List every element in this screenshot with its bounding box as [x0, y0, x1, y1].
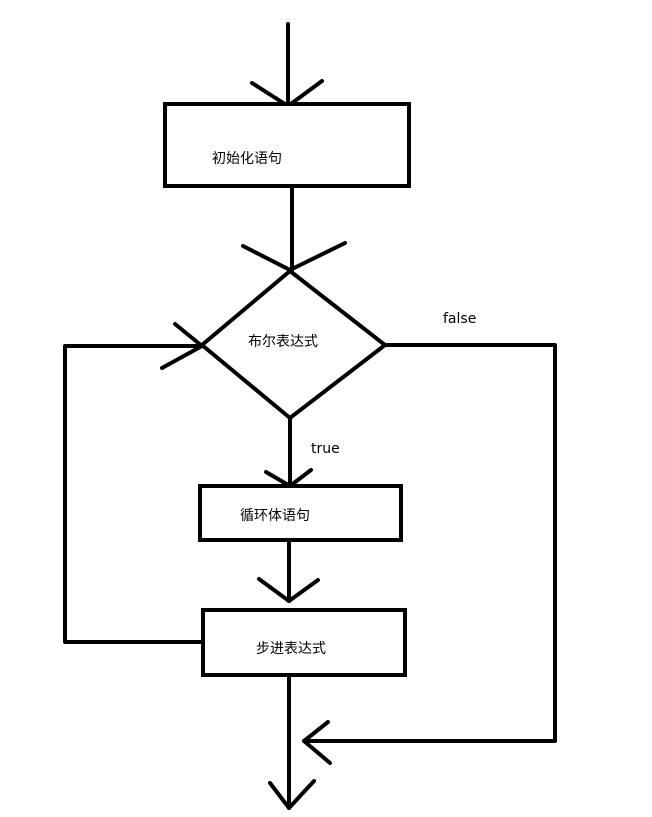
init-node: 初始化语句 — [163, 102, 411, 188]
init-to-condition-arrow — [241, 184, 347, 272]
body-box — [198, 484, 403, 542]
condition-node: 布尔表达式 — [198, 268, 389, 421]
exit-arrow — [268, 673, 316, 810]
true-label: true — [311, 441, 340, 457]
body-to-step-arrow — [257, 538, 320, 603]
step-box — [201, 608, 407, 677]
entry-arrow — [250, 22, 324, 108]
false-label: false — [443, 311, 476, 327]
init-box — [163, 102, 411, 188]
condition-label: 布尔表达式 — [248, 334, 318, 350]
false-branch: false — [302, 311, 557, 765]
body-node: 循环体语句 — [198, 484, 403, 542]
body-label: 循环体语句 — [240, 508, 310, 524]
loop-back-arrow — [63, 322, 205, 644]
step-label: 步进表达式 — [256, 641, 326, 657]
init-label: 初始化语句 — [212, 150, 282, 167]
true-branch-arrow: true — [264, 416, 340, 488]
step-node: 步进表达式 — [201, 608, 407, 677]
